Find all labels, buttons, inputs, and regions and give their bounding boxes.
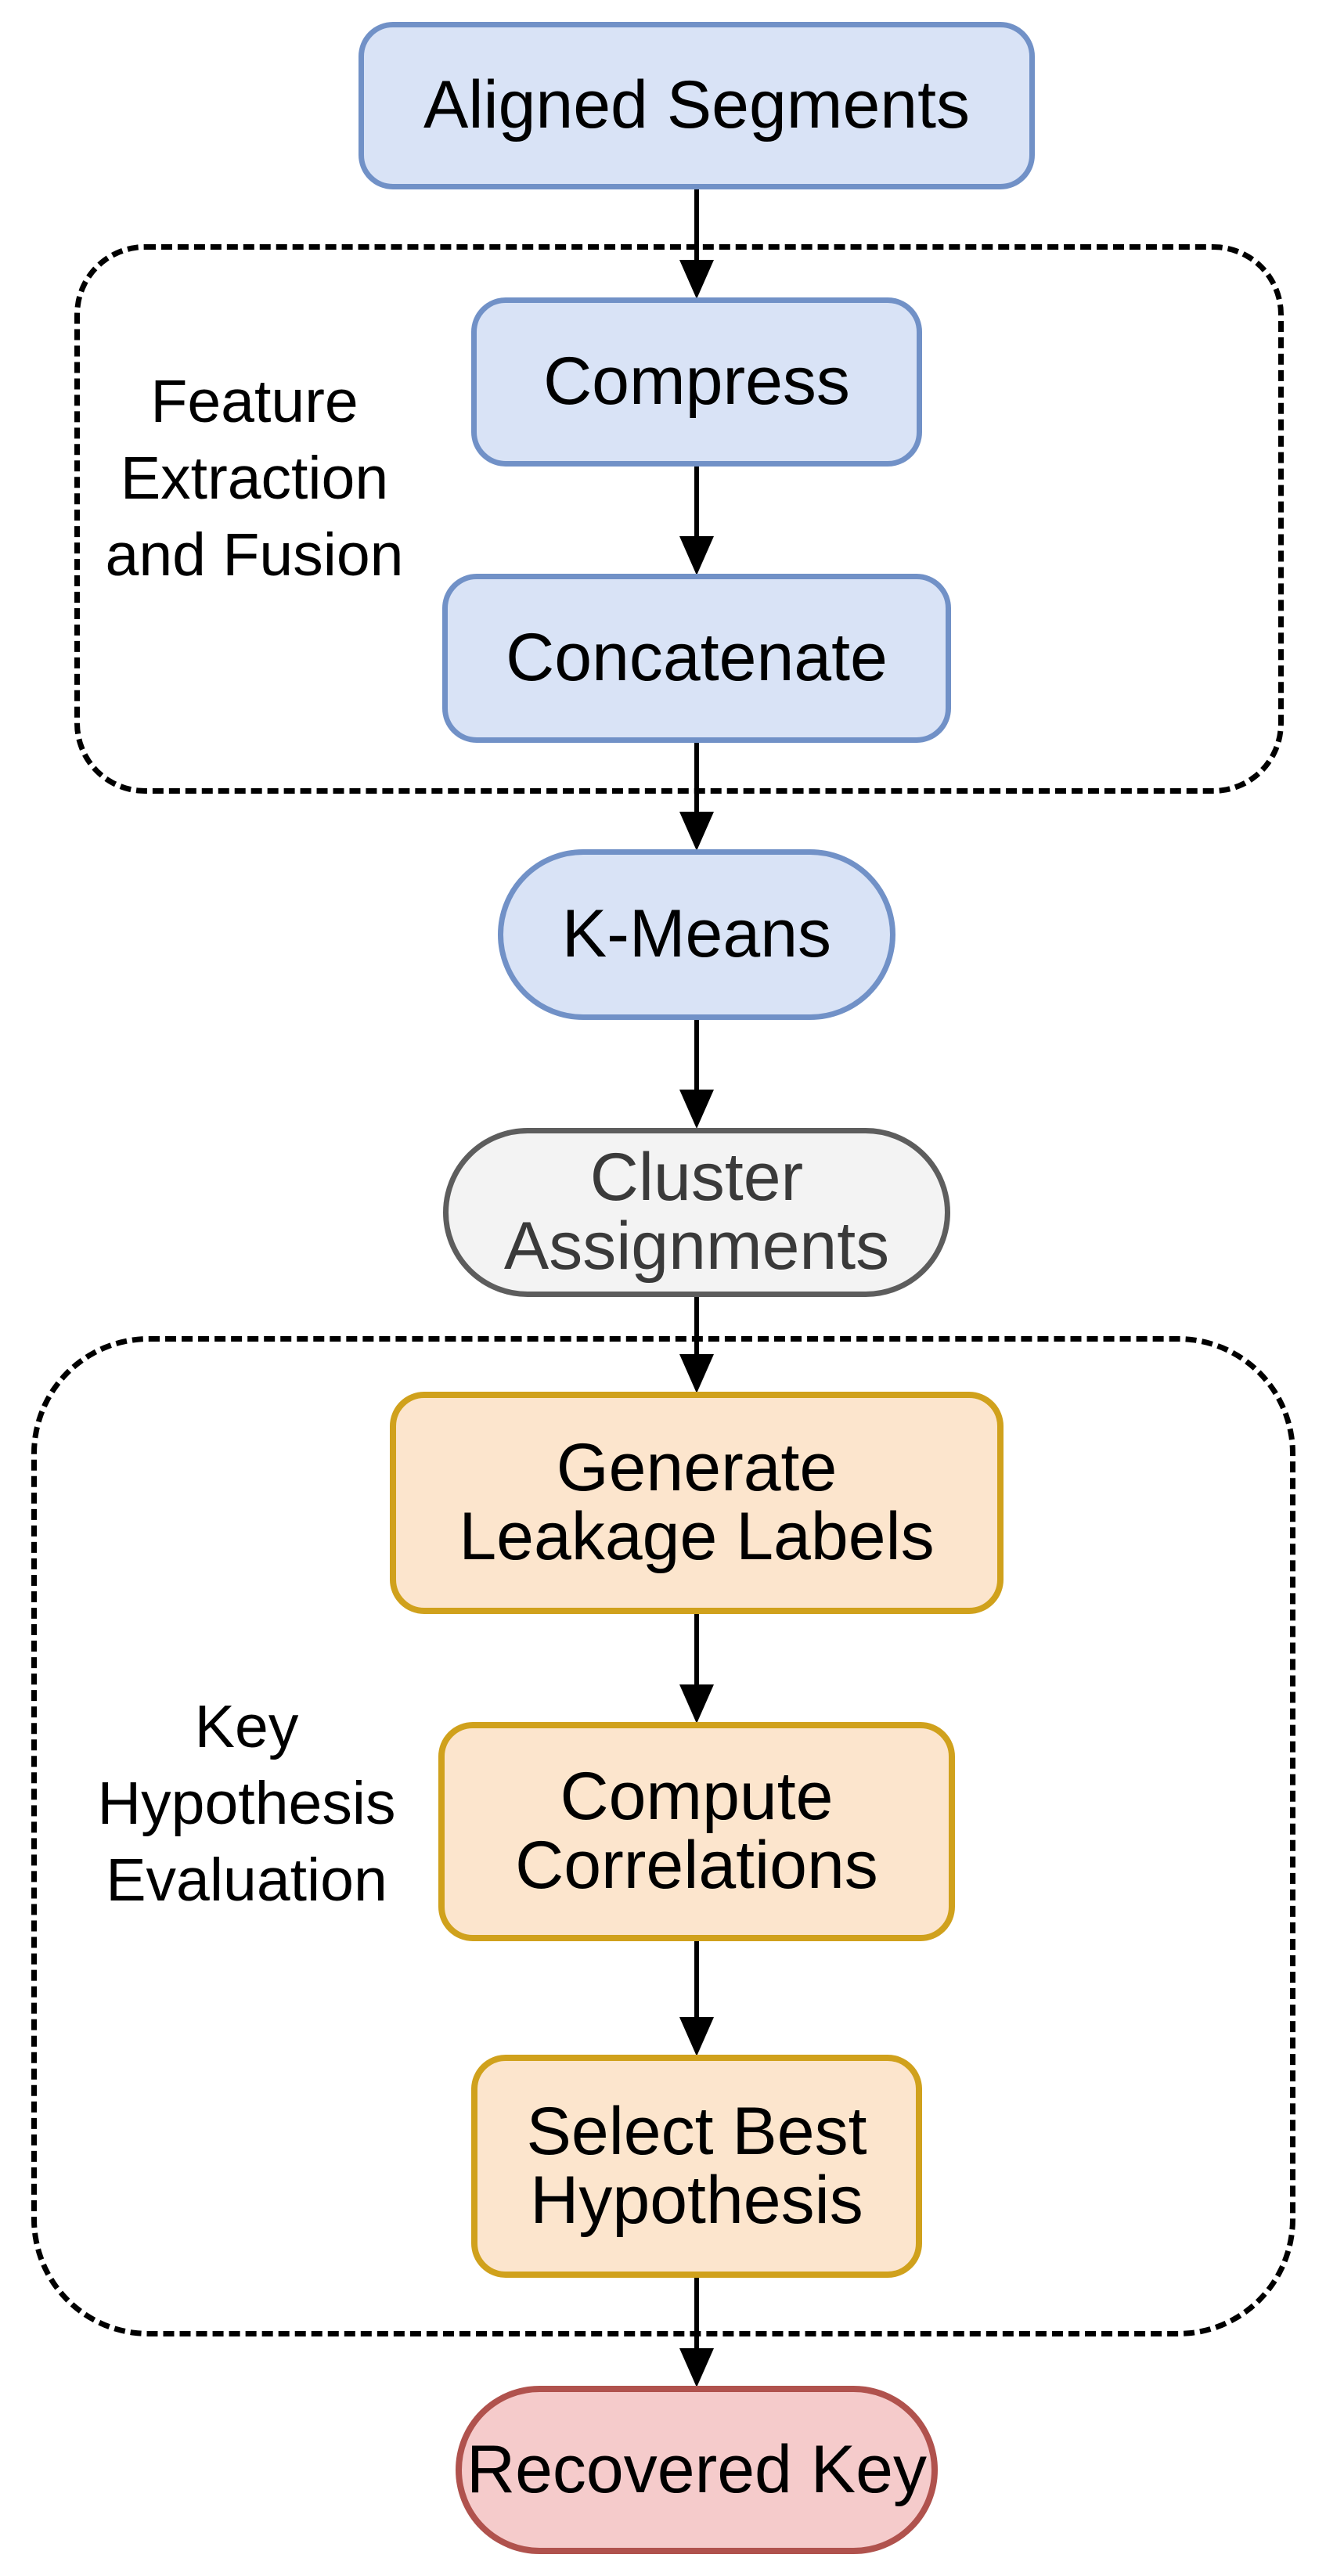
node-cluster-assignments-label: Cluster Assignments (503, 1140, 890, 1284)
node-recovered-key-label: Recovered Key (467, 2431, 927, 2507)
node-concatenate-label: Concatenate (506, 620, 888, 696)
node-recovered-key: Recovered Key (456, 2386, 938, 2554)
node-select-best-hypothesis: Select Best Hypothesis (471, 2055, 922, 2278)
node-cluster-assignments: Cluster Assignments (443, 1128, 950, 1297)
arrow-line (694, 466, 699, 541)
arrow-head-icon (679, 2348, 714, 2387)
group-feature-extraction-and-fusion (74, 244, 1284, 794)
arrow-head-icon (679, 1090, 714, 1129)
node-compress: Compress (471, 297, 922, 467)
node-compute-correlations: Compute Correlations (438, 1722, 955, 1941)
arrow-line (694, 1020, 699, 1094)
node-concatenate: Concatenate (442, 574, 951, 743)
arrow-line (694, 2278, 699, 2353)
arrow-line (694, 1296, 699, 1359)
node-compress-label: Compress (543, 344, 850, 420)
node-select-best-hypothesis-label: Select Best Hypothesis (526, 2093, 867, 2238)
arrow-head-icon (679, 812, 714, 851)
arrow-head-icon (679, 260, 714, 299)
node-generate-leakage-labels-label: Generate Leakage Labels (459, 1430, 935, 1574)
arrow-line (694, 189, 699, 265)
node-aligned-segments: Aligned Segments (359, 22, 1035, 189)
group-feature-extraction-and-fusion-label: Feature Extraction and Fusion (105, 368, 404, 589)
arrow-line (694, 1941, 699, 2022)
arrow-head-icon (679, 2017, 714, 2056)
arrow-head-icon (679, 536, 714, 575)
node-compute-correlations-label: Compute Correlations (515, 1759, 878, 1903)
node-k-means-label: K-Means (561, 896, 832, 972)
node-k-means: K-Means (498, 849, 895, 1020)
arrow-line (694, 742, 699, 816)
arrow-line (694, 1614, 699, 1689)
group-key-hypothesis-evaluation-label: Key Hypothesis Evaluation (97, 1693, 396, 1914)
group-key-hypothesis-evaluation (31, 1336, 1295, 2336)
node-aligned-segments-label: Aligned Segments (423, 67, 970, 143)
arrow-head-icon (679, 1354, 714, 1393)
node-generate-leakage-labels: Generate Leakage Labels (390, 1392, 1004, 1614)
arrow-head-icon (679, 1684, 714, 1724)
